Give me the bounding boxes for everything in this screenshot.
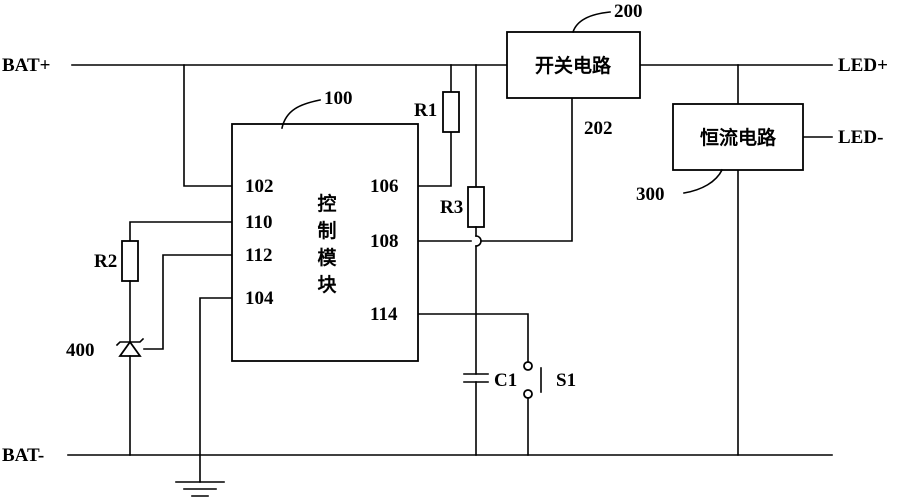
leader-100 bbox=[281, 99, 321, 129]
bat-minus-label: BAT- bbox=[2, 445, 44, 466]
resistor-r2 bbox=[121, 240, 139, 282]
wire-r1-106 bbox=[417, 131, 452, 187]
zener-400-triangle bbox=[118, 340, 142, 357]
bat-plus-label: BAT+ bbox=[2, 55, 50, 76]
control-module-box bbox=[231, 123, 419, 362]
switch-circuit-label: 开关电路 bbox=[535, 54, 612, 77]
r2-label: R2 bbox=[94, 251, 117, 272]
pin-112-label: 112 bbox=[245, 245, 272, 266]
leader-200 bbox=[571, 11, 611, 34]
wire-114 bbox=[417, 313, 529, 363]
control-module-char-1: 控 bbox=[317, 192, 336, 215]
c1-label: C1 bbox=[494, 370, 517, 391]
resistor-r3 bbox=[467, 186, 485, 228]
wire-104 bbox=[199, 297, 233, 483]
leader-300 bbox=[683, 168, 724, 194]
zener-400-label: 400 bbox=[66, 340, 95, 361]
pin-106-label: 106 bbox=[370, 176, 399, 197]
control-module-char-2: 制 bbox=[317, 219, 336, 242]
wire-112 bbox=[143, 254, 233, 350]
pin-102-label: 102 bbox=[245, 176, 274, 197]
switch-circuit-box bbox=[506, 31, 641, 99]
pin-110-label: 110 bbox=[245, 212, 272, 233]
zener-400-bar bbox=[115, 337, 145, 347]
pin-104-label: 104 bbox=[245, 288, 274, 309]
s1-label: S1 bbox=[556, 370, 576, 391]
wire-110 bbox=[129, 221, 233, 242]
current-circuit-box bbox=[672, 103, 804, 171]
control-module-char-3: 模 bbox=[317, 246, 337, 269]
control-module-char-4: 块 bbox=[317, 274, 337, 296]
wire-102 bbox=[183, 64, 233, 187]
pin-114-label: 114 bbox=[370, 304, 398, 325]
switch-circuit-ref: 200 bbox=[614, 1, 643, 22]
current-circuit-label: 恒流电路 bbox=[700, 126, 777, 149]
led-plus-label: LED+ bbox=[838, 55, 888, 76]
led-minus-label: LED- bbox=[838, 127, 883, 148]
switch-ctrl-ref: 202 bbox=[584, 118, 613, 139]
resistor-r1 bbox=[442, 91, 460, 133]
control-module-ref: 100 bbox=[324, 88, 353, 109]
r3-label: R3 bbox=[440, 197, 463, 218]
current-circuit-ref: 300 bbox=[636, 184, 665, 205]
switch-s1-contact-top bbox=[523, 361, 533, 371]
r1-label: R1 bbox=[414, 100, 437, 121]
switch-s1-contact-bottom bbox=[523, 389, 533, 399]
wire-202 bbox=[480, 98, 573, 242]
pin-108-label: 108 bbox=[370, 231, 399, 252]
